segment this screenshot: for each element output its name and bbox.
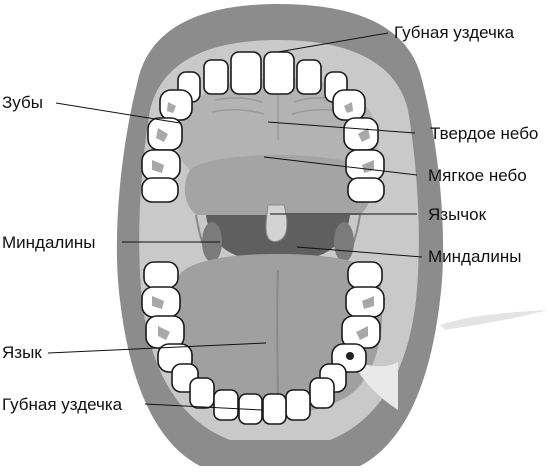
label-hard-palate: Твердое небо [430, 124, 538, 143]
label-tonsils-right: Миндалины [428, 247, 521, 266]
tooth [141, 177, 179, 203]
tooth [203, 59, 229, 95]
tooth [213, 389, 239, 421]
tooth [347, 177, 385, 203]
tooth [262, 393, 287, 425]
label-upper-frenulum: Губная уздечка [394, 23, 515, 42]
tonsil-right [334, 222, 354, 262]
lower-teeth [141, 261, 385, 425]
tooth [230, 51, 262, 95]
label-tongue: Язык [2, 343, 42, 362]
uvula [265, 204, 288, 243]
label-uvula: Язычок [428, 205, 487, 224]
upper-teeth [141, 51, 385, 203]
tooth [285, 389, 311, 421]
tooth [347, 261, 383, 289]
label-teeth: Зубы [2, 93, 43, 112]
tooth [309, 377, 335, 409]
tooth [263, 51, 295, 95]
tooth [189, 377, 215, 409]
label-soft-palate: Мягкое небо [428, 166, 527, 185]
tooth [159, 89, 193, 121]
tooth [296, 59, 322, 95]
tooth [143, 261, 179, 289]
label-tonsils-left: Миндалины [2, 233, 95, 252]
soft-palate [184, 155, 372, 215]
leader-lines [47, 32, 423, 411]
label-lower-frenulum: Губная уздечка [2, 395, 123, 414]
